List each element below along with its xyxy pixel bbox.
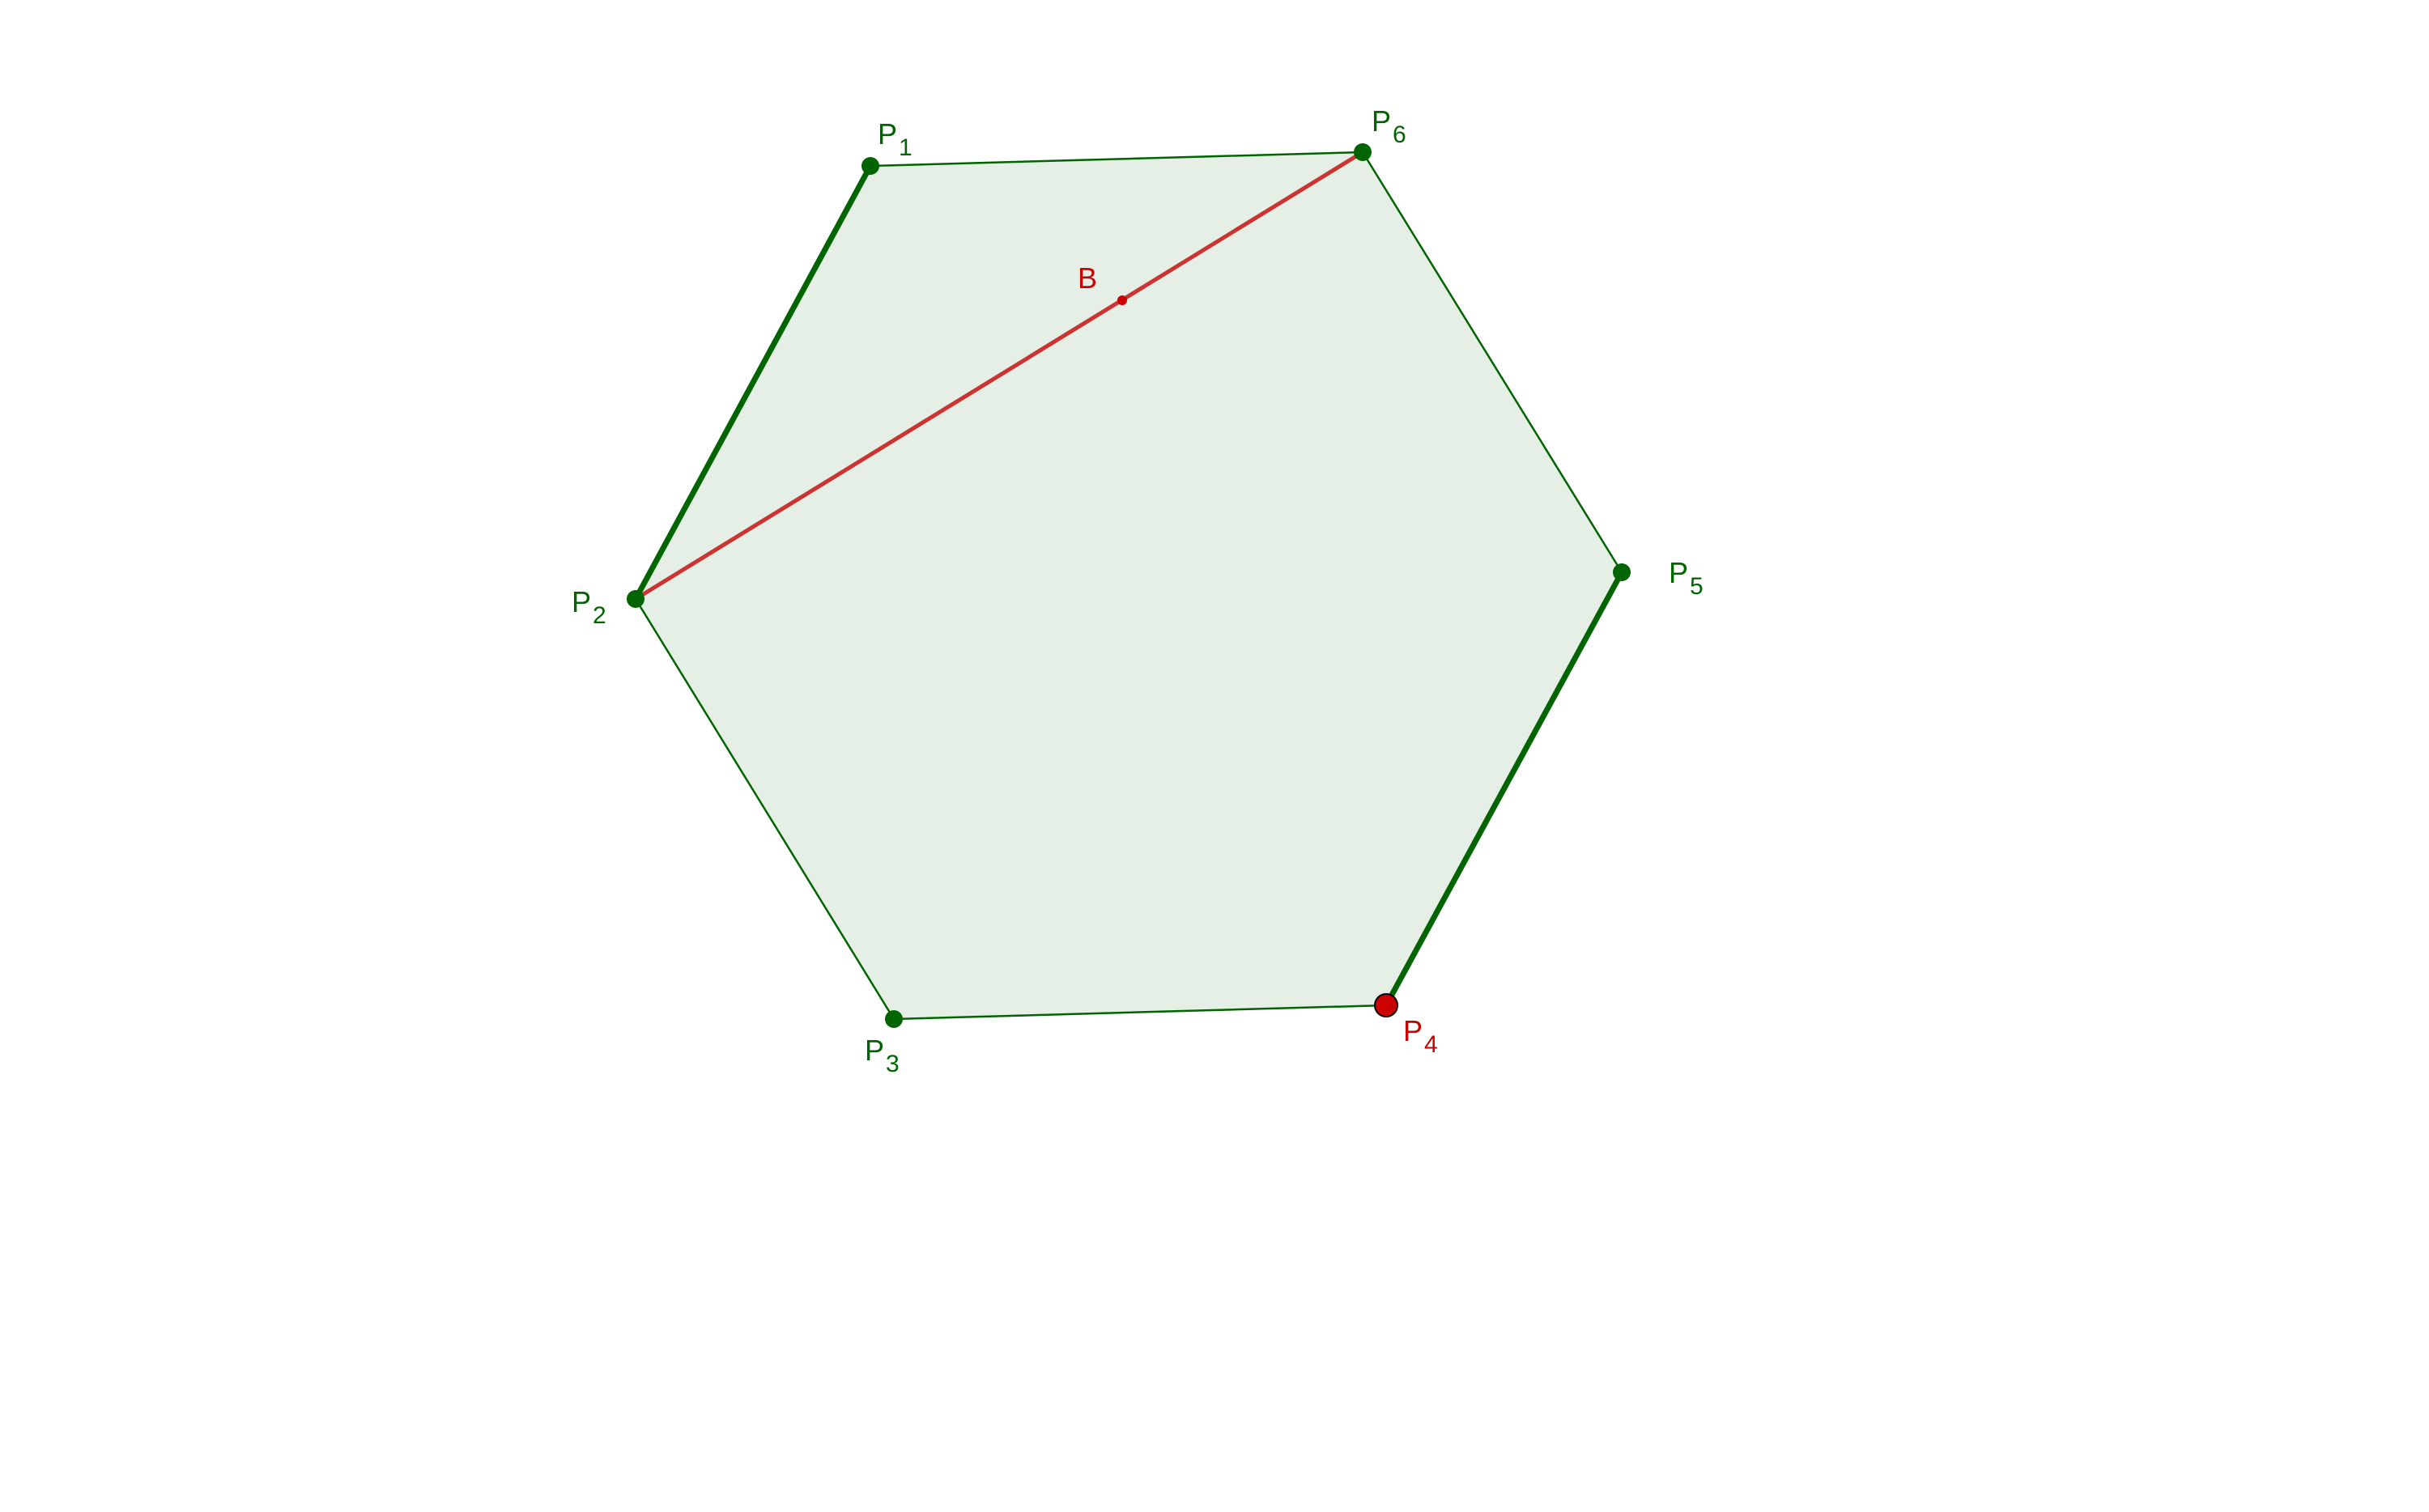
point-p4[interactable] [1374,993,1398,1017]
point-p5[interactable] [1613,563,1631,581]
segment-p2-p6[interactable] [634,150,1364,601]
point-p3[interactable] [885,1010,903,1028]
point-p2[interactable] [627,590,644,608]
label-b: B [1078,261,1097,295]
edge-p1-p2[interactable] [632,163,874,602]
label-p5: P5 [1669,556,1704,600]
label-p1: P1 [878,117,912,161]
point-b[interactable] [1117,295,1127,305]
point-p1[interactable] [861,157,879,175]
edge-p5-p4[interactable] [1383,569,1625,1009]
hexagon-polygon[interactable] [634,151,1623,1021]
label-p2: P2 [572,585,606,629]
label-p3: P3 [865,1034,900,1077]
label-p4: P4 [1403,1014,1438,1058]
label-p6: P6 [1372,104,1406,148]
point-p6[interactable] [1354,143,1372,161]
